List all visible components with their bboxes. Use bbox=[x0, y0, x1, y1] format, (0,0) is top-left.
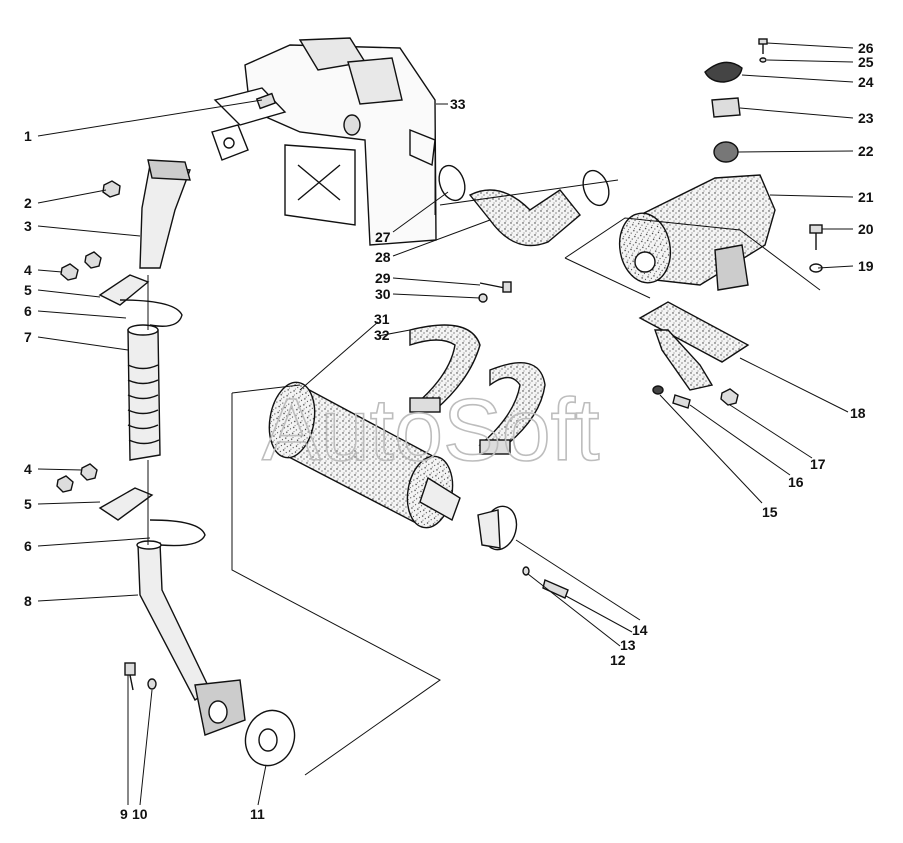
hose-clamp-27-left bbox=[438, 164, 466, 202]
engine-block bbox=[213, 37, 437, 246]
label-26: 26 bbox=[858, 40, 874, 56]
intake-hose-28 bbox=[468, 189, 581, 247]
label-4a: 4 bbox=[24, 262, 32, 278]
label-15: 15 bbox=[762, 504, 778, 520]
nut-17 bbox=[720, 388, 739, 406]
label-10: 10 bbox=[132, 806, 148, 822]
label-6b: 6 bbox=[24, 538, 32, 554]
bolt-16 bbox=[672, 394, 691, 409]
bolt-12-washer-13 bbox=[522, 566, 569, 599]
label-3: 3 bbox=[24, 218, 32, 234]
bolt-29-washer-30 bbox=[478, 281, 512, 303]
air-cleaner-21 bbox=[618, 174, 776, 291]
label-1: 1 bbox=[24, 128, 32, 144]
exhaust-pipe-3 bbox=[139, 159, 191, 269]
label-9: 9 bbox=[120, 806, 128, 822]
exhaust-pipe-8 bbox=[136, 540, 246, 736]
muffler-strap-lower bbox=[478, 362, 546, 455]
label-23: 23 bbox=[858, 110, 874, 126]
washer-15 bbox=[652, 385, 664, 395]
assembly-guide-lines bbox=[147, 100, 821, 776]
flexible-hose-7 bbox=[127, 324, 161, 461]
label-4b: 4 bbox=[24, 461, 32, 477]
label-29: 29 bbox=[375, 270, 391, 286]
label-2: 2 bbox=[24, 195, 32, 211]
label-31: 31 bbox=[374, 311, 390, 327]
label-22: 22 bbox=[858, 143, 874, 159]
adapter-23 bbox=[711, 97, 741, 118]
label-32: 32 bbox=[374, 327, 390, 343]
label-24: 24 bbox=[858, 74, 874, 90]
label-11: 11 bbox=[250, 806, 265, 822]
label-5b: 5 bbox=[24, 496, 32, 512]
clamp-lower bbox=[56, 463, 206, 547]
label-21: 21 bbox=[858, 189, 874, 205]
clamp-upper bbox=[60, 251, 183, 327]
label-18: 18 bbox=[850, 405, 866, 421]
strainer-22 bbox=[713, 141, 739, 163]
callout-labels: 1 2 3 4 5 6 7 4 5 6 8 9 10 11 12 13 14 1… bbox=[24, 40, 874, 822]
label-17: 17 bbox=[810, 456, 826, 472]
intake-cap-24 bbox=[704, 61, 743, 83]
label-30: 30 bbox=[375, 286, 391, 302]
label-16: 16 bbox=[788, 474, 804, 490]
flange-gasket-11 bbox=[244, 709, 296, 767]
muffler-strap-upper bbox=[409, 324, 481, 413]
bolt-9-washer-10 bbox=[124, 662, 157, 691]
leader-lines bbox=[37, 42, 854, 806]
muffler bbox=[268, 381, 461, 529]
label-6a: 6 bbox=[24, 303, 32, 319]
bracket-18 bbox=[638, 301, 750, 391]
label-25: 25 bbox=[858, 54, 874, 70]
bolt-20-washer-19 bbox=[809, 224, 823, 273]
label-20: 20 bbox=[858, 221, 874, 237]
label-19: 19 bbox=[858, 258, 874, 274]
label-28: 28 bbox=[375, 249, 391, 265]
label-7: 7 bbox=[24, 329, 32, 345]
label-27: 27 bbox=[375, 229, 391, 245]
label-12: 12 bbox=[610, 652, 626, 668]
hose-clamp-27-right bbox=[582, 169, 610, 207]
label-33: 33 bbox=[450, 96, 466, 112]
screw-26-washer-25 bbox=[758, 38, 768, 63]
label-13: 13 bbox=[620, 637, 636, 653]
watermark: AutoSoft bbox=[262, 380, 600, 479]
flange-gasket bbox=[211, 124, 249, 161]
label-5a: 5 bbox=[24, 282, 32, 298]
nut-2 bbox=[102, 180, 121, 198]
outlet-flange-14 bbox=[477, 505, 518, 551]
label-8: 8 bbox=[24, 593, 32, 609]
label-14: 14 bbox=[632, 622, 648, 638]
bolt-1 bbox=[255, 92, 277, 110]
